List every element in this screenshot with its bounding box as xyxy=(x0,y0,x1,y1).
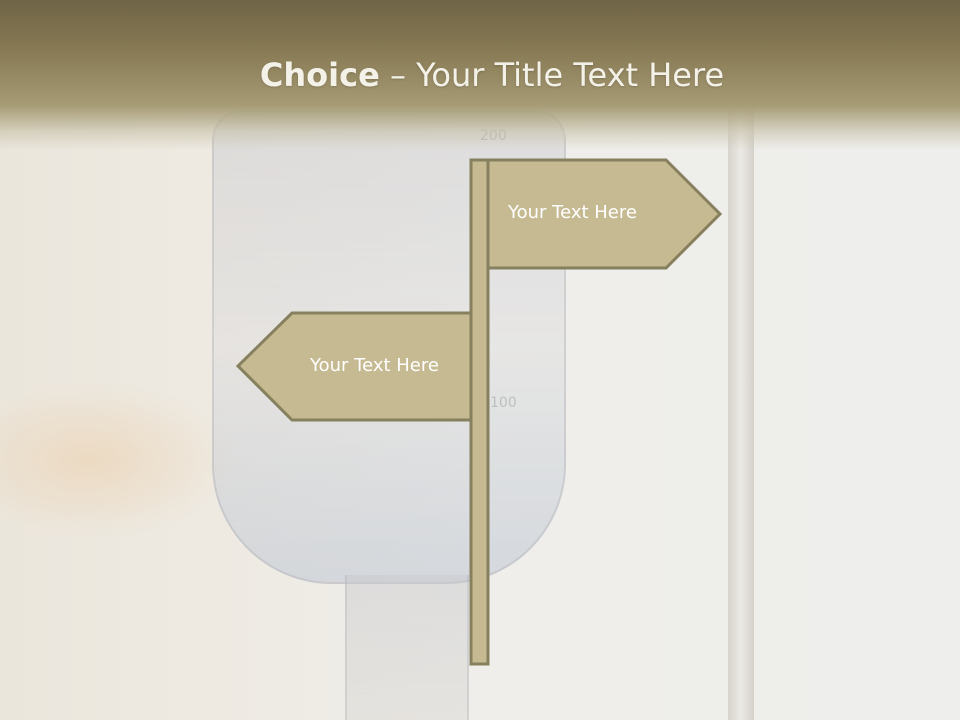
signpost-pole xyxy=(469,158,490,666)
bag-mark-100: 100 xyxy=(490,395,517,411)
left-sign-text[interactable]: Your Text Here xyxy=(310,355,439,376)
right-sign-text[interactable]: Your Text Here xyxy=(508,202,637,223)
slide-title[interactable]: Choice – Your Title Text Here xyxy=(0,52,960,98)
iv-bag-neck xyxy=(345,575,469,720)
title-rest: Your Title Text Here xyxy=(416,56,725,94)
title-dash: – xyxy=(379,56,417,94)
left-arrow-sign[interactable] xyxy=(235,311,474,422)
iv-pole-background xyxy=(728,100,754,720)
background-glow xyxy=(0,380,240,540)
title-bold: Choice xyxy=(259,56,380,94)
title-bar xyxy=(0,0,960,150)
